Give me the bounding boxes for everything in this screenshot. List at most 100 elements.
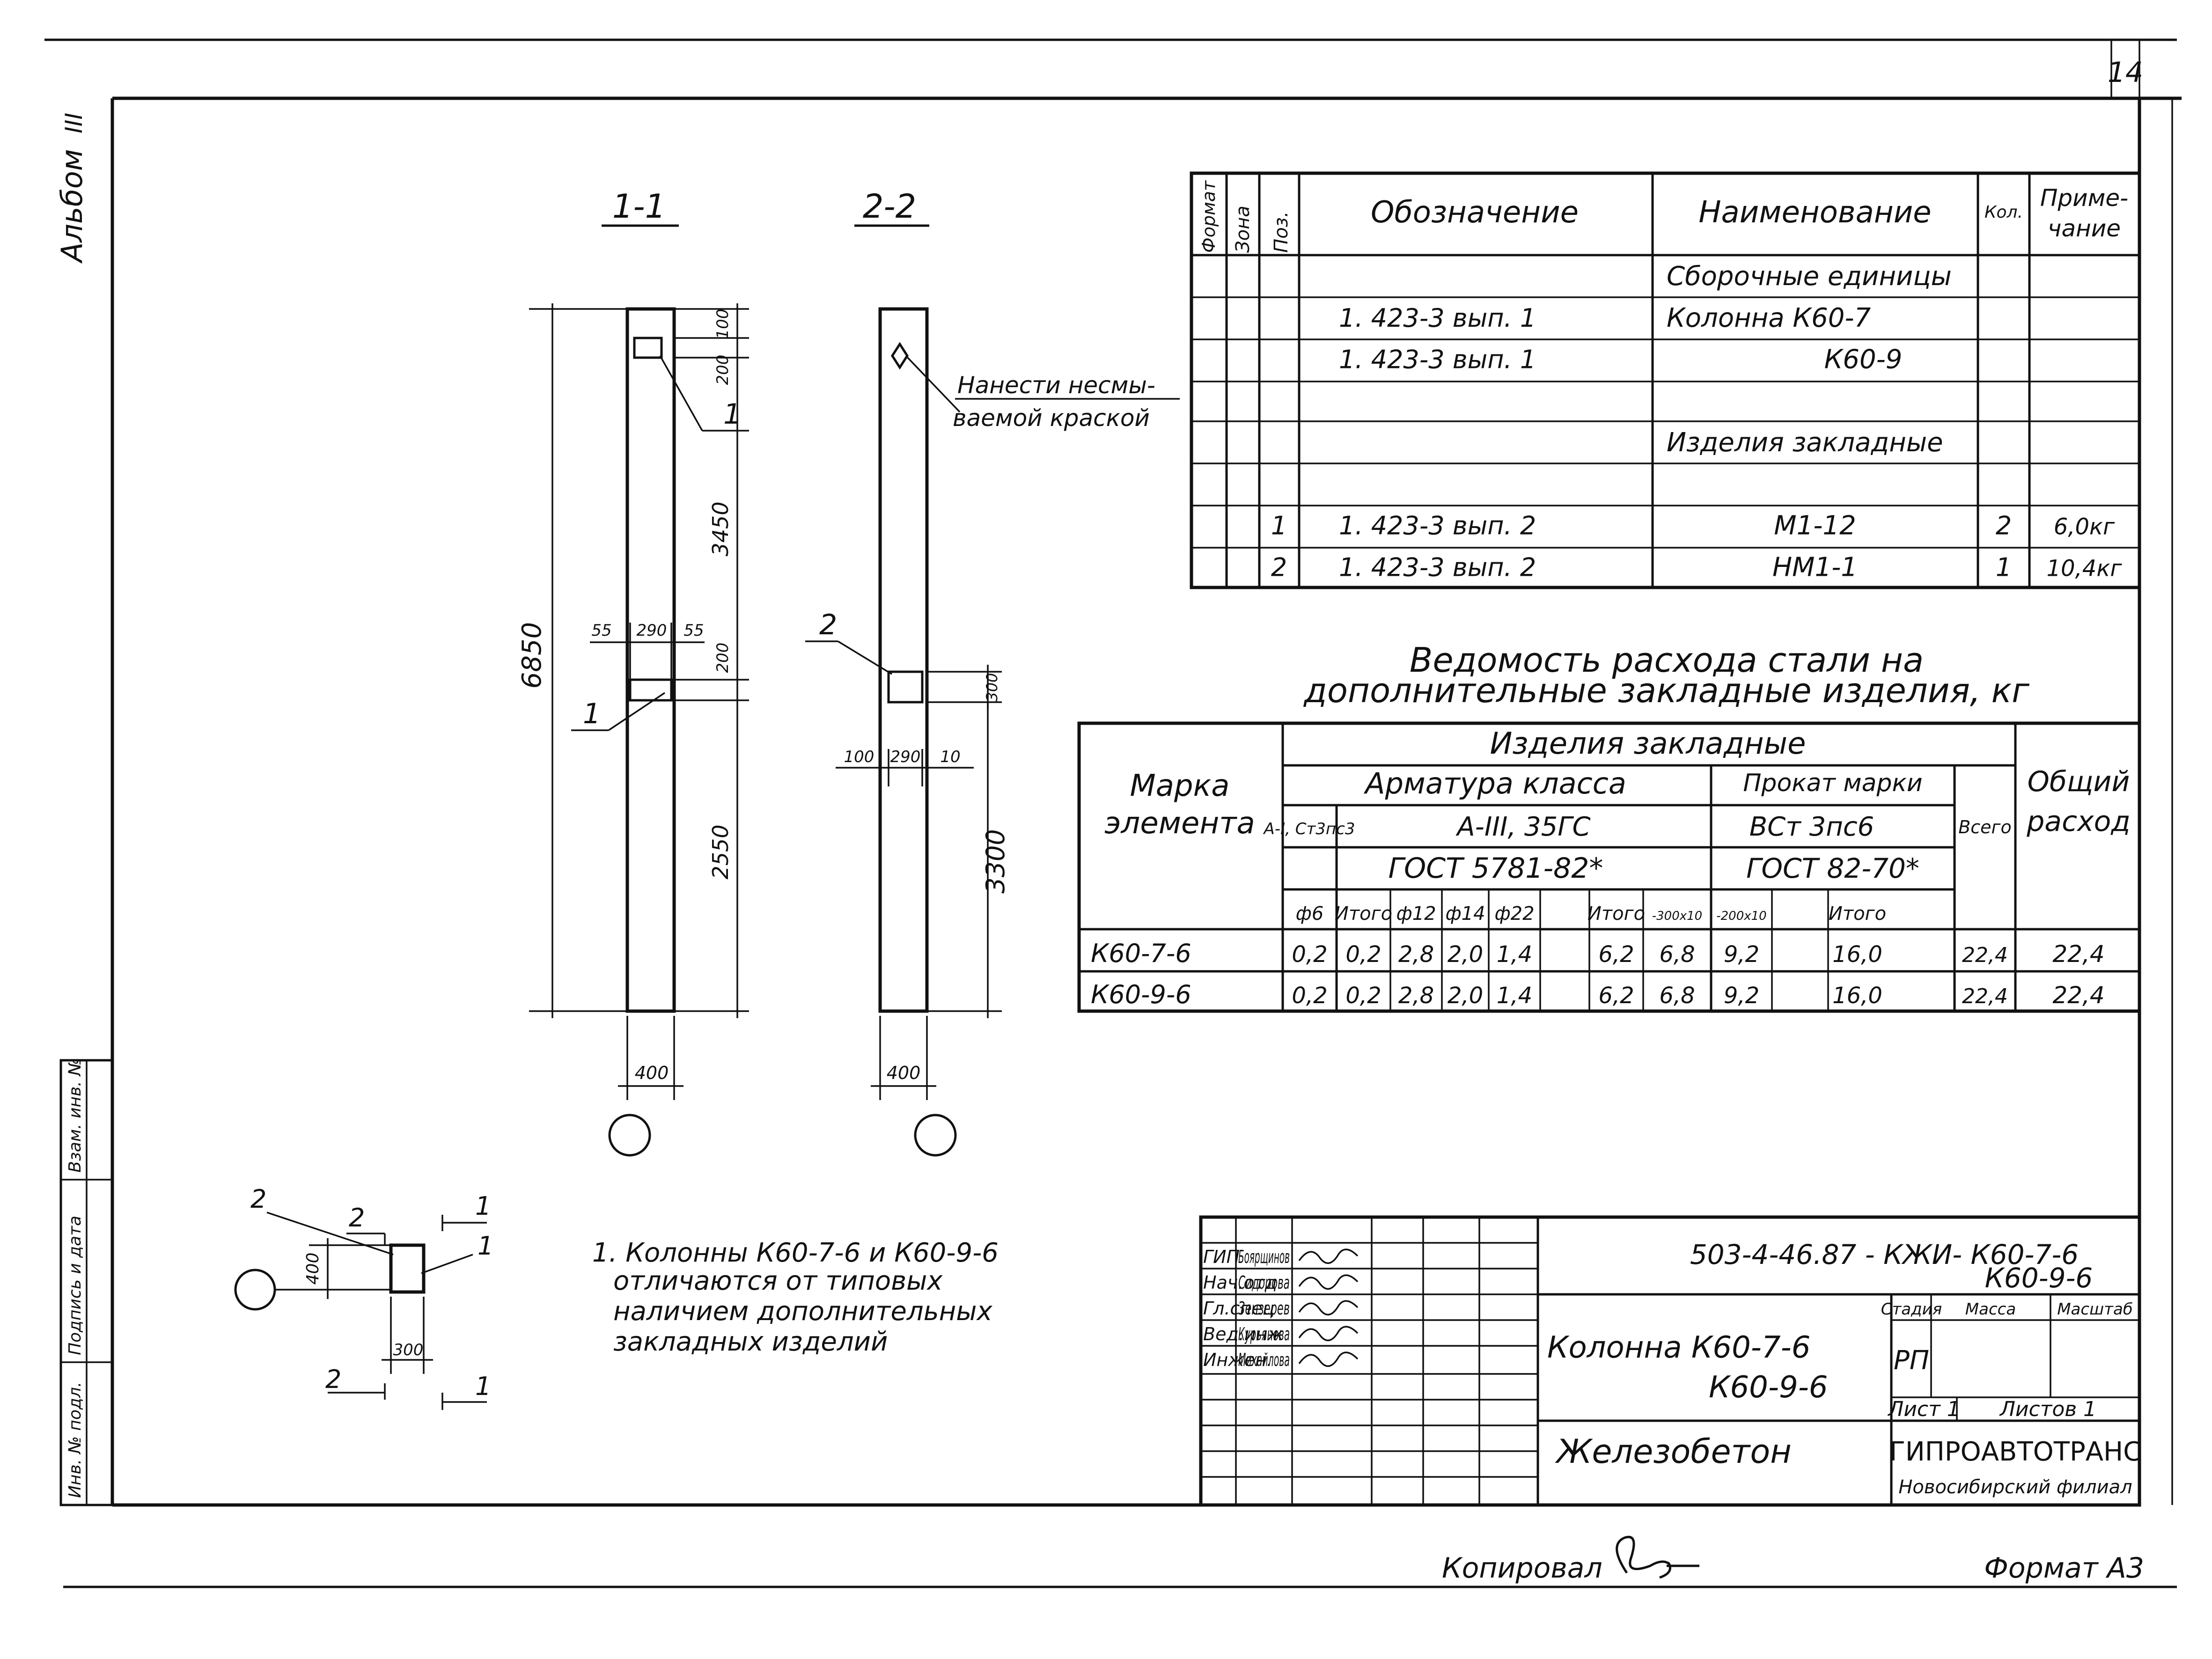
- steel-cell-mark: К60-9-6: [1091, 980, 1191, 1009]
- spec-h-note-1: Приме-: [2040, 184, 2128, 212]
- steel-cell: 2,8: [1398, 941, 1434, 968]
- pos-1-bottom: 1: [583, 697, 601, 730]
- steel-h-vst: ВСт 3пс6: [1749, 812, 1874, 842]
- spec-cell-designation: 1. 423-3 вып. 1: [1339, 303, 1536, 333]
- sheet-number: 14: [2108, 56, 2143, 89]
- steel-title-2: дополнительные закладные изделия, кг: [1303, 671, 2030, 710]
- tb-material: Железобетон: [1555, 1432, 1792, 1471]
- plan-cut1-top: 1: [475, 1191, 491, 1221]
- steel-grid: [1077, 721, 2141, 1013]
- tb-code-2: К60-9-6: [1985, 1262, 2093, 1294]
- format-label: Формат А3: [1984, 1552, 2144, 1585]
- dim-s1-e: 2550: [708, 824, 733, 879]
- note-line-4: закладных изделий: [613, 1327, 888, 1357]
- title-block: 503-4-46.87 - КЖИ- К60-7-6 К60-9-6 Колон…: [1199, 1215, 2141, 1507]
- dim-s1-b: 200: [713, 355, 732, 385]
- steel-h-general-2: расход: [2026, 805, 2131, 838]
- steel-cell: 9,2: [1724, 983, 1759, 1009]
- spec-h-designation: Обозначение: [1371, 195, 1579, 230]
- album-text: Альбом: [55, 149, 89, 264]
- side-stamp: Инв. № подл. Подпись и дата Взам. инв. №: [59, 1058, 114, 1506]
- steel-sub-header: Итого: [1335, 903, 1392, 925]
- spec-h-qty: Кол.: [1984, 203, 2023, 222]
- general-notes: 1. Колонны К60-7-6 и К60-9-6 отличаются …: [592, 1238, 999, 1357]
- steel-h-general-1: Общий: [2028, 765, 2130, 798]
- tb-signature: [1298, 1326, 1359, 1342]
- tb-signature: [1298, 1300, 1359, 1316]
- steel-cell: 1,4: [1497, 983, 1532, 1009]
- steel-h-total-all: Всего: [1958, 817, 2012, 837]
- steel-cell: 6,2: [1598, 983, 1634, 1009]
- album-number: III: [60, 113, 88, 133]
- title-block-roles: ГИПБоярщиновНач.отдСидороваГл.спецЗензер…: [1203, 1247, 1359, 1370]
- spec-cell-designation: 1. 423-3 вып. 2: [1339, 511, 1536, 541]
- spec-h-format: Формат: [1198, 180, 1219, 253]
- spec-h-zone: Зона: [1232, 206, 1254, 253]
- note-line-2: отличаются от типовых: [613, 1266, 943, 1296]
- plan-view: 400 300 2 2 1 1 2 1: [234, 1184, 493, 1410]
- steel-cell: 0,2: [1292, 983, 1327, 1009]
- dim-total-height: 6850: [517, 622, 547, 689]
- dim-s2-width: 400: [887, 1063, 921, 1083]
- dim-s1-in-a: 55: [591, 621, 611, 640]
- spec-cell-designation: 1. 423-3 вып. 2: [1339, 552, 1536, 582]
- section-1-1: 1-1 6850 100 200 3450 200 2550 55 290 55: [517, 187, 749, 1157]
- note-line-3: наличием дополнительных: [613, 1296, 992, 1327]
- steel-cell: 1,4: [1497, 941, 1532, 968]
- tb-person: Сидорова: [1238, 1272, 1290, 1293]
- spec-cell-name: НМ1-1: [1772, 552, 1858, 582]
- spec-cell-qty: 2: [1996, 511, 2012, 541]
- steel-cell-mark: К60-7-6: [1091, 939, 1191, 968]
- tb-org-2: Новосибирский филиал: [1898, 1476, 2132, 1498]
- tb-person: Боярщинов: [1238, 1247, 1290, 1267]
- steel-h-mark-1: Марка: [1130, 769, 1230, 803]
- steel-sub-header: -200х10: [1716, 909, 1766, 923]
- spec-cell-note: 10,4кг: [2046, 555, 2122, 581]
- dim-s1-in-b: 290: [637, 621, 667, 640]
- spec-cell-pos: 1: [1271, 511, 1287, 541]
- steel-cell-total: 22,4: [1962, 943, 2008, 967]
- tb-sheets: Листов 1: [1999, 1397, 2096, 1421]
- specification-table: Формат Зона Поз. Обозначение Наименовани…: [1190, 171, 2141, 589]
- tb-signature: [1298, 1274, 1359, 1290]
- steel-sub-header: ф14: [1445, 903, 1485, 925]
- plan-cut2-top: 2: [349, 1203, 365, 1233]
- plan-pos-2: 2: [250, 1184, 266, 1214]
- tb-sheet: Лист 1: [1887, 1397, 1960, 1421]
- steel-cell-total: 22,4: [1962, 984, 2008, 1008]
- steel-cell: 6,8: [1659, 983, 1695, 1009]
- spec-row: Сборочные единицы: [1667, 261, 1952, 292]
- steel-cell: 6,8: [1659, 941, 1695, 968]
- dim-s2-in-a: 100: [844, 748, 875, 766]
- pos-1-top: 1: [723, 398, 741, 431]
- spec-cell-name: Сборочные единицы: [1667, 261, 1952, 292]
- sheet-footer: Копировал Формат А3: [1442, 1536, 2144, 1585]
- tb-mass-label: Масса: [1965, 1300, 2016, 1319]
- title-block-grid: [1199, 1215, 2141, 1507]
- section-2-2-label: 2-2: [863, 187, 916, 226]
- dim-s1-a: 100: [713, 309, 732, 339]
- tb-role: Нач.отд: [1203, 1272, 1277, 1293]
- steel-h-gost2: ГОСТ 82-70*: [1746, 852, 1919, 884]
- spec-cell-designation: 1. 423-3 вып. 1: [1339, 345, 1536, 374]
- tb-person: Курьянова: [1238, 1324, 1290, 1344]
- spec-cell-pos: 2: [1271, 552, 1287, 582]
- title-block-role-row: Инжен.Михайлова: [1203, 1350, 1359, 1370]
- paint-note-1: Нанести несмы-: [957, 372, 1155, 399]
- steel-sub-header: ф12: [1396, 903, 1436, 925]
- steel-cell: 0,2: [1345, 983, 1381, 1009]
- steel-title-1: Ведомость расхода стали на: [1410, 640, 1924, 680]
- plan-cut2-bottom: 2: [325, 1365, 341, 1394]
- steel-sub-header: ф6: [1296, 903, 1324, 925]
- tb-scale-label: Масштаб: [2057, 1300, 2133, 1319]
- plan-dim-w: 300: [393, 1341, 424, 1359]
- stamp-replace-label: Взам. инв. №: [66, 1058, 85, 1173]
